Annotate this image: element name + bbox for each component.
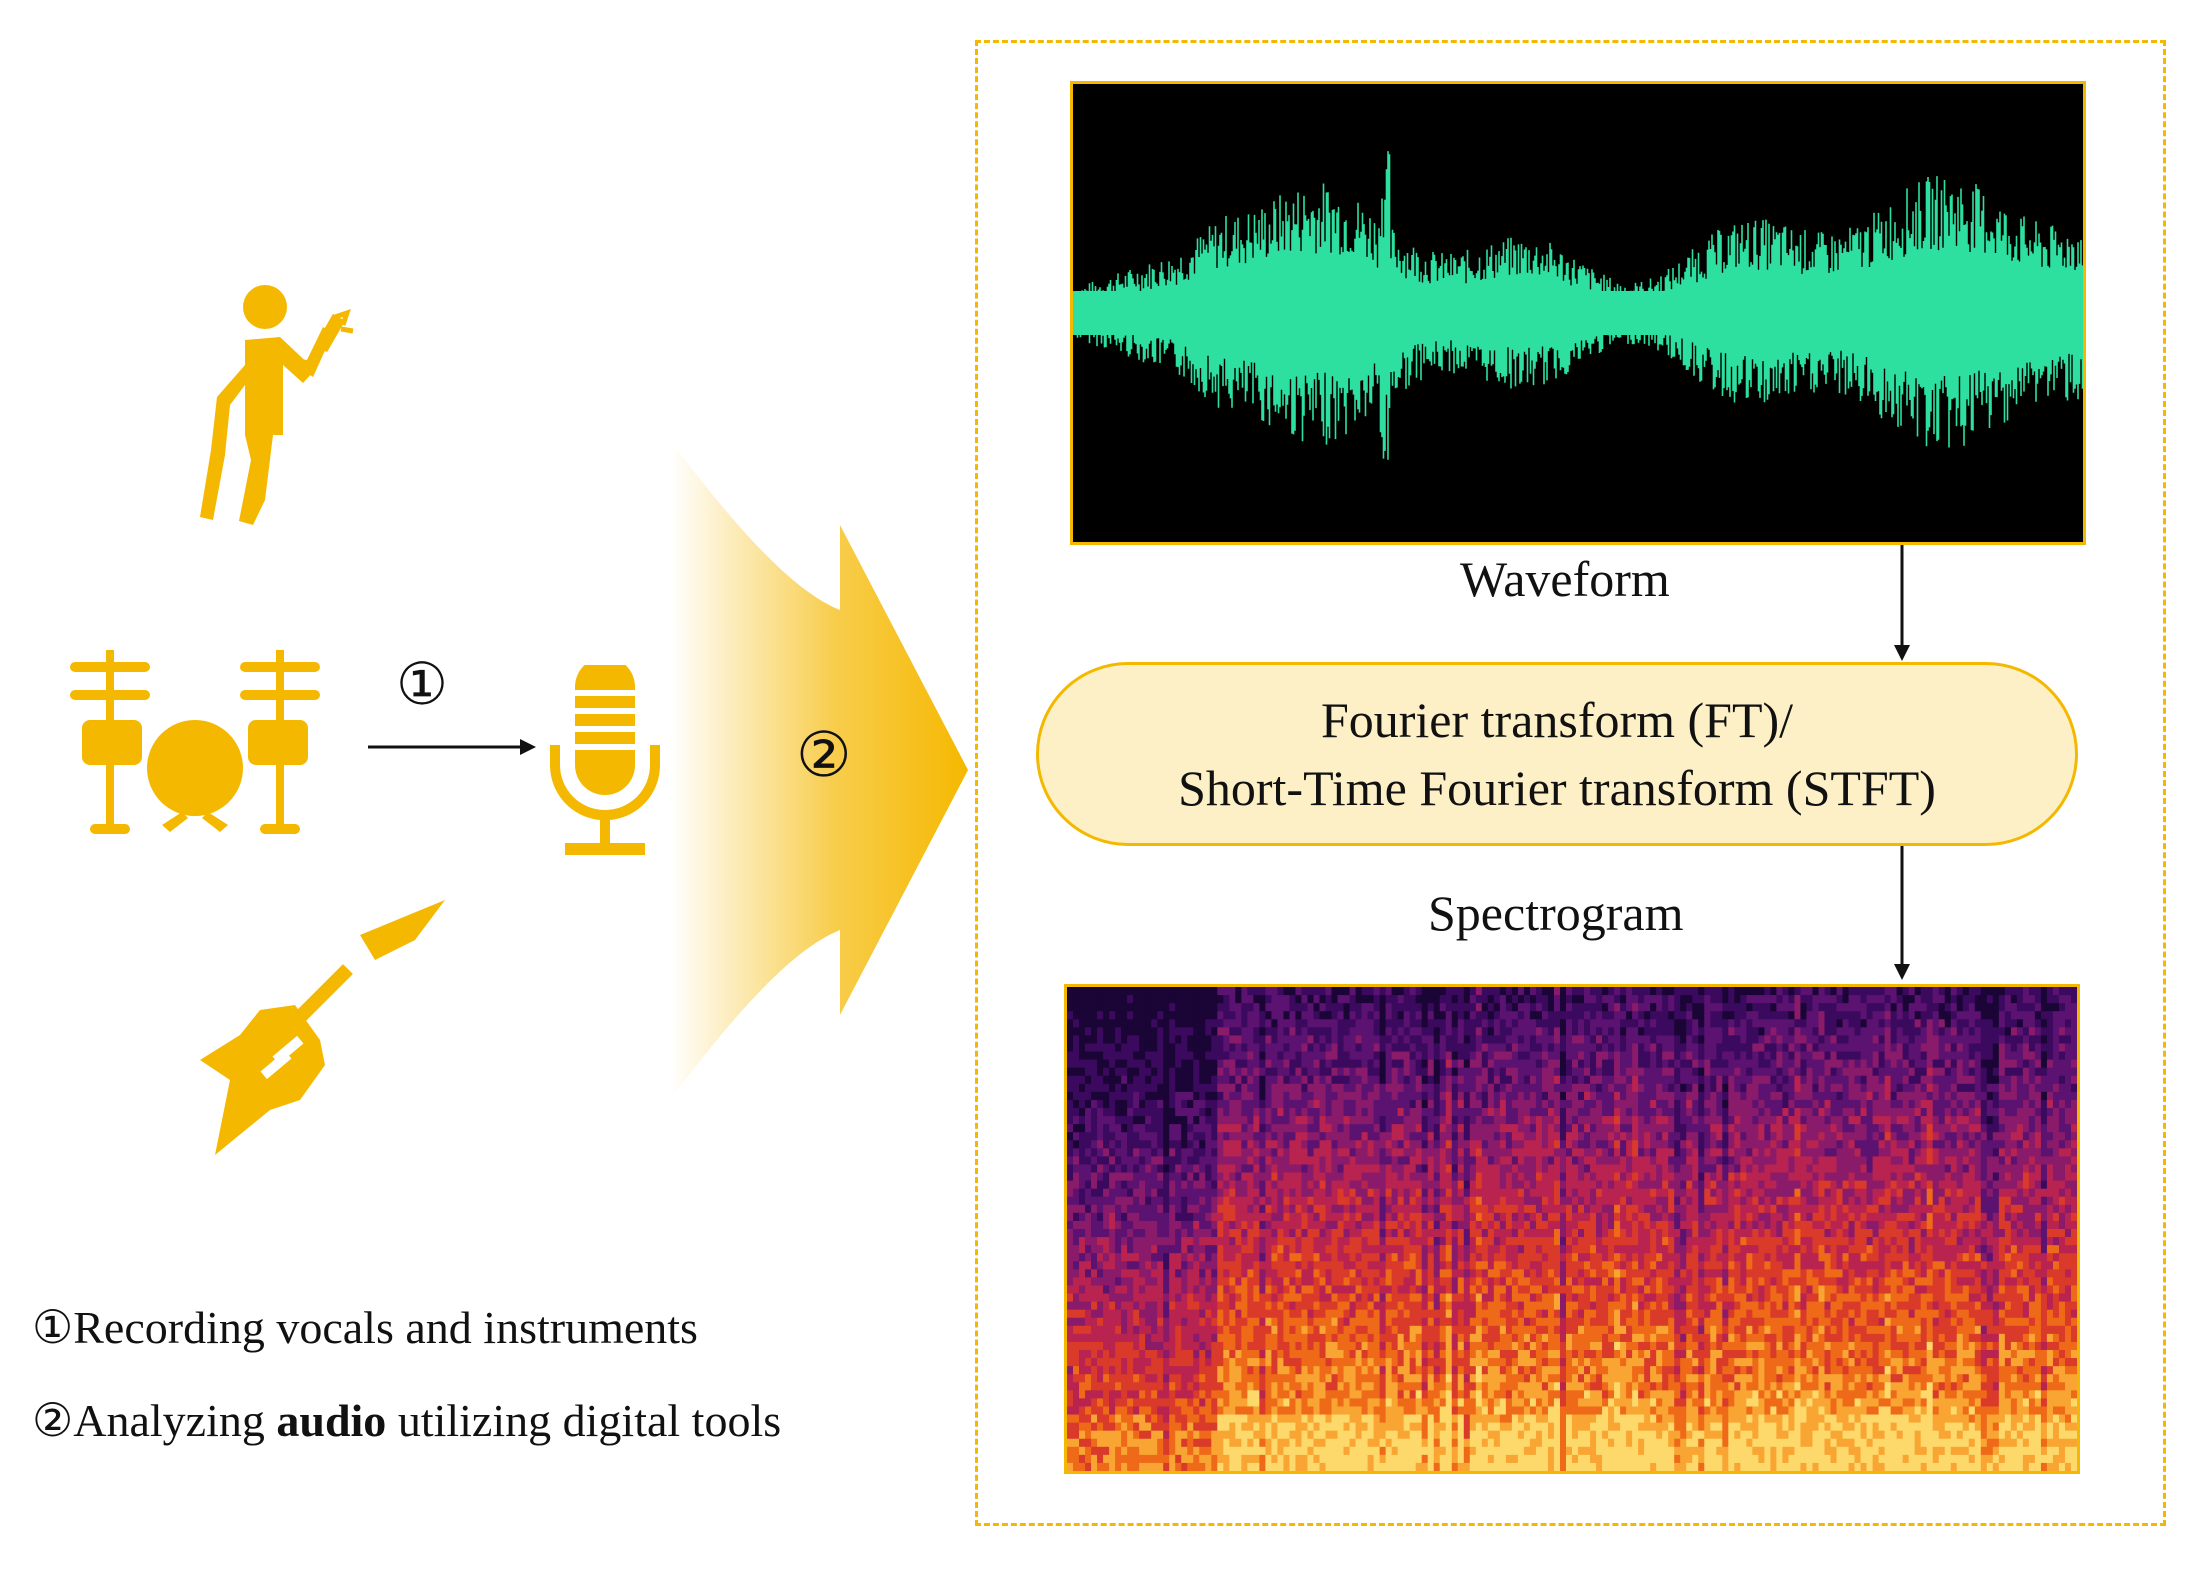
legend-item2-suffix: utilizing digital tools [386,1395,782,1446]
waveform-label: Waveform [1460,551,1670,607]
ft-line1: Fourier transform (FT)/ [1320,692,1794,748]
spectrogram-label: Spectrogram [1428,885,1684,941]
analysis-frame [975,40,2166,1526]
spectrogram-panel [1064,984,2080,1474]
waveform-panel [1070,81,2086,545]
step2-marker: ② [796,722,852,790]
electric-guitar-icon [200,900,445,1155]
legend-item-analyzing: ②Analyzing audio utilizing digital tools [32,1393,781,1447]
drum-kit-icon [70,650,320,834]
analysis-arrow-icon [670,440,968,1100]
fourier-transform-box: Fourier transform (FT)/ Short-Time Fouri… [1036,662,2078,846]
singer-icon [200,285,354,525]
ft-to-spectrogram-arrow-icon [1894,846,1910,980]
legend-item2-prefix: ②Analyzing [32,1395,277,1446]
waveform-plot [1073,151,2083,460]
legend-item-recording: ①Recording vocals and instruments [32,1302,698,1353]
spectrogram-plot [1067,987,2077,1471]
step1-marker: ① [396,652,448,717]
ft-line2: Short-Time Fourier transform (STFT) [1178,760,1936,816]
waveform-to-ft-arrow-icon [1894,545,1910,661]
record-arrow-icon [368,739,536,755]
legend-item2-bold: audio [276,1395,387,1446]
microphone-icon [549,665,661,855]
